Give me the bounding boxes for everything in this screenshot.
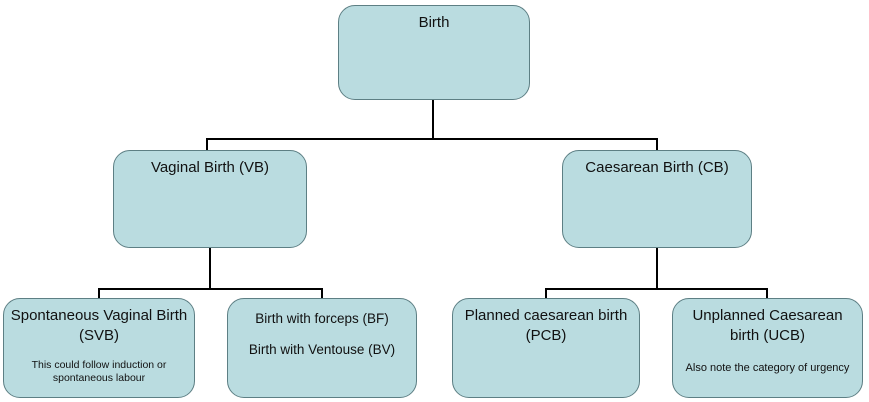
node-caesarean-birth-label: Caesarean Birth (CB) (585, 159, 729, 176)
node-birth: Birth (338, 5, 530, 100)
connector-drop-vaginal-birth (206, 138, 208, 152)
node-unplanned-caesarean-label: Unplanned Caesarean birth (UCB) (692, 307, 843, 344)
connector-level1-horizontal (206, 138, 658, 140)
connector-drop-ucb (766, 288, 768, 300)
connector-birth-stem (432, 100, 434, 140)
connector-drop-svb (98, 288, 100, 300)
connector-drop-caesarean-birth (656, 138, 658, 152)
node-planned-caesarean-label: Planned caesarean birth (PCB) (464, 307, 628, 344)
node-instrumental-birth-line2: Birth with Ventouse (BV) (248, 341, 396, 357)
connector-left-horizontal (98, 288, 323, 290)
node-caesarean-birth: Caesarean Birth (CB) (562, 150, 752, 248)
node-instrumental-birth-line1: Birth with forceps (BF) (255, 311, 389, 326)
node-spontaneous-vaginal-birth-note: This could follow induction or spontaneo… (31, 358, 167, 385)
connector-vaginal-birth-stem (209, 248, 211, 290)
node-spontaneous-vaginal-birth-label: Spontaneous Vaginal Birth (SVB) (10, 307, 188, 344)
node-birth-label: Birth (418, 14, 450, 31)
connector-right-horizontal (545, 288, 768, 290)
node-spontaneous-vaginal-birth: Spontaneous Vaginal Birth (SVB) This cou… (3, 298, 195, 398)
connector-drop-pcb (545, 288, 547, 300)
node-vaginal-birth: Vaginal Birth (VB) (113, 150, 307, 248)
connector-drop-instrumental (321, 288, 323, 300)
node-instrumental-birth: Birth with forceps (BF) Birth with Vento… (227, 298, 417, 398)
node-vaginal-birth-label: Vaginal Birth (VB) (150, 159, 270, 176)
node-planned-caesarean: Planned caesarean birth (PCB) (452, 298, 640, 398)
connector-caesarean-birth-stem (656, 248, 658, 290)
node-unplanned-caesarean: Unplanned Caesarean birth (UCB) Also not… (672, 298, 863, 398)
node-unplanned-caesarean-note: Also note the category of urgency (685, 361, 850, 374)
